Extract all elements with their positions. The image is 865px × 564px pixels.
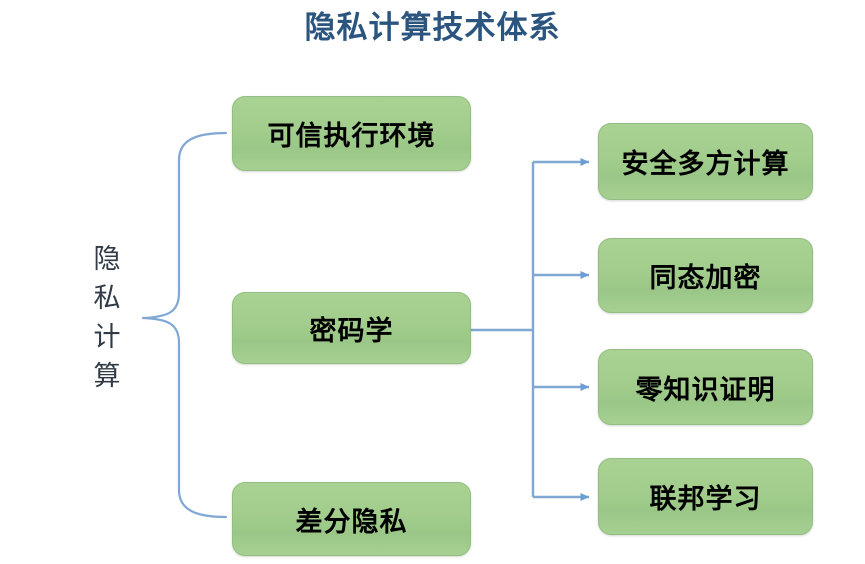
node-homomorphic-encryption[interactable]: 同态加密: [598, 238, 813, 313]
root-node-label: 隐 私 计 算: [78, 240, 136, 396]
root-brace: [141, 131, 228, 519]
node-differential-privacy[interactable]: 差分隐私: [232, 482, 471, 556]
root-label-char-2: 计: [93, 322, 121, 352]
root-label-char-0: 隐: [93, 244, 121, 274]
page-title: 隐私计算技术体系: [304, 10, 561, 45]
node-federated-learning[interactable]: 联邦学习: [598, 458, 813, 535]
node-trusted-execution-environment[interactable]: 可信执行环境: [232, 96, 471, 171]
node-secure-multiparty-computation[interactable]: 安全多方计算: [598, 123, 813, 200]
node-zero-knowledge-proof[interactable]: 零知识证明: [598, 349, 813, 425]
root-label-char-3: 算: [93, 361, 121, 391]
node-cryptography[interactable]: 密码学: [232, 292, 471, 364]
root-label-char-1: 私: [93, 283, 121, 313]
